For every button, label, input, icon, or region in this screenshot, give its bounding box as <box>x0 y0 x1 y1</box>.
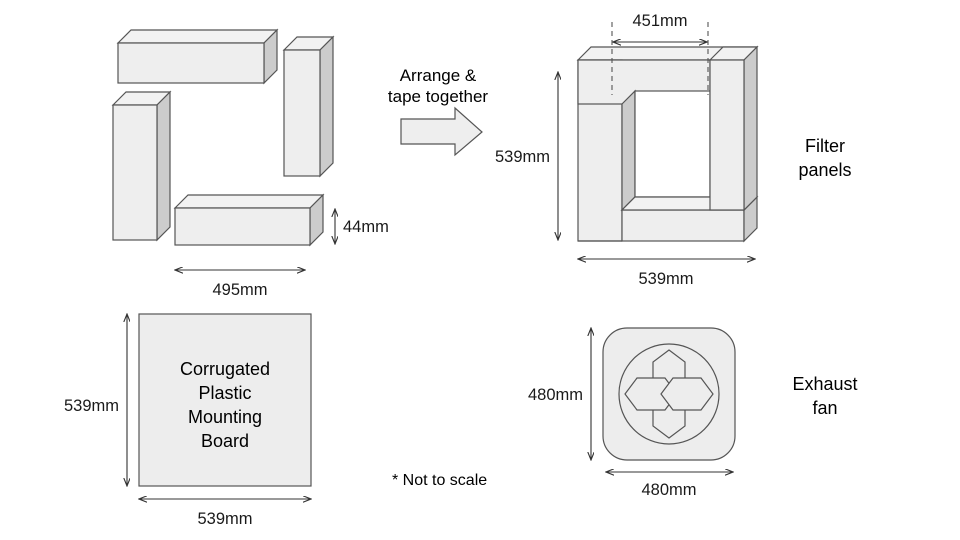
arrange-step-group: Arrange & tape together <box>388 66 489 157</box>
not-to-scale-note: * Not to scale <box>392 472 487 489</box>
right-arrow-icon <box>400 106 483 157</box>
bar-side-face <box>156 90 171 242</box>
dimension-label-thickness: 44mm <box>343 218 389 236</box>
dimension-fan-width-480mm: 480mm <box>606 472 733 499</box>
filter-frame-assembly-group: 451mm 539mm 539mm Filter panels <box>495 12 852 288</box>
mounting-board-group: Corrugated Plastic Mounting Board 539mm … <box>64 314 311 528</box>
fan-blade-right <box>660 377 714 411</box>
dimension-thickness-44mm: 44mm <box>335 209 389 244</box>
dimension-inner-451mm: 451mm <box>613 12 707 42</box>
frame-inner-opening <box>634 90 711 198</box>
bar-top-face <box>173 194 325 209</box>
frame-right-panel-side <box>743 45 758 212</box>
dimension-frame-height-539mm: 539mm <box>495 72 558 240</box>
filter-panels-label-line1: Filter <box>805 136 845 156</box>
dimension-fan-height-480mm: 480mm <box>528 328 591 460</box>
arrange-label-line1: Arrange & <box>400 66 477 85</box>
board-label-line3: Mounting <box>188 407 262 427</box>
dimension-label-frame-width: 539mm <box>638 270 693 288</box>
dimension-frame-width-539mm: 539mm <box>578 259 755 288</box>
bar-front-face <box>283 49 321 177</box>
board-label-line2: Plastic <box>198 383 251 403</box>
dimension-board-height-539mm: 539mm <box>64 314 127 486</box>
dimension-label-board-width: 539mm <box>197 510 252 528</box>
bar-side-face <box>319 35 334 178</box>
board-label-line4: Board <box>201 431 249 451</box>
dimension-label-length: 495mm <box>212 281 267 299</box>
bar-right-vertical <box>282 35 335 178</box>
mounting-board-shape <box>138 313 312 487</box>
dimension-label-fan-width: 480mm <box>641 481 696 499</box>
filter-panels-label-line2: panels <box>798 160 851 180</box>
fan-rotor-circle <box>618 343 720 445</box>
arrange-label-line2: tape together <box>388 87 489 106</box>
exhaust-fan-group: 480mm 480mm Exhaust fan <box>528 328 858 499</box>
frame-inner-left-wall <box>621 89 636 212</box>
bar-bottom-horizontal <box>173 193 325 247</box>
dimension-length-495mm: 495mm <box>175 270 305 299</box>
dimension-board-width-539mm: 539mm <box>139 499 311 528</box>
exploded-parts-group: 44mm 495mm <box>111 28 389 299</box>
bar-front-face <box>112 104 158 241</box>
dimension-label-fan-height: 480mm <box>528 386 583 404</box>
bar-top-horizontal <box>116 28 279 85</box>
dimension-label-frame-height: 539mm <box>495 148 550 166</box>
bar-top-face <box>116 29 279 44</box>
bar-front-face <box>117 42 265 84</box>
dimension-label-inner-width: 451mm <box>632 12 687 30</box>
exhaust-fan-label-line1: Exhaust <box>792 374 857 394</box>
dimension-label-board-height: 539mm <box>64 397 119 415</box>
frame-right-panel-front <box>709 59 745 211</box>
bar-front-face <box>174 207 311 246</box>
board-label-line1: Corrugated <box>180 359 270 379</box>
frame-bottom-panel-front <box>621 209 745 242</box>
bar-left-vertical <box>111 90 172 242</box>
exhaust-fan-label-line2: fan <box>812 398 837 418</box>
